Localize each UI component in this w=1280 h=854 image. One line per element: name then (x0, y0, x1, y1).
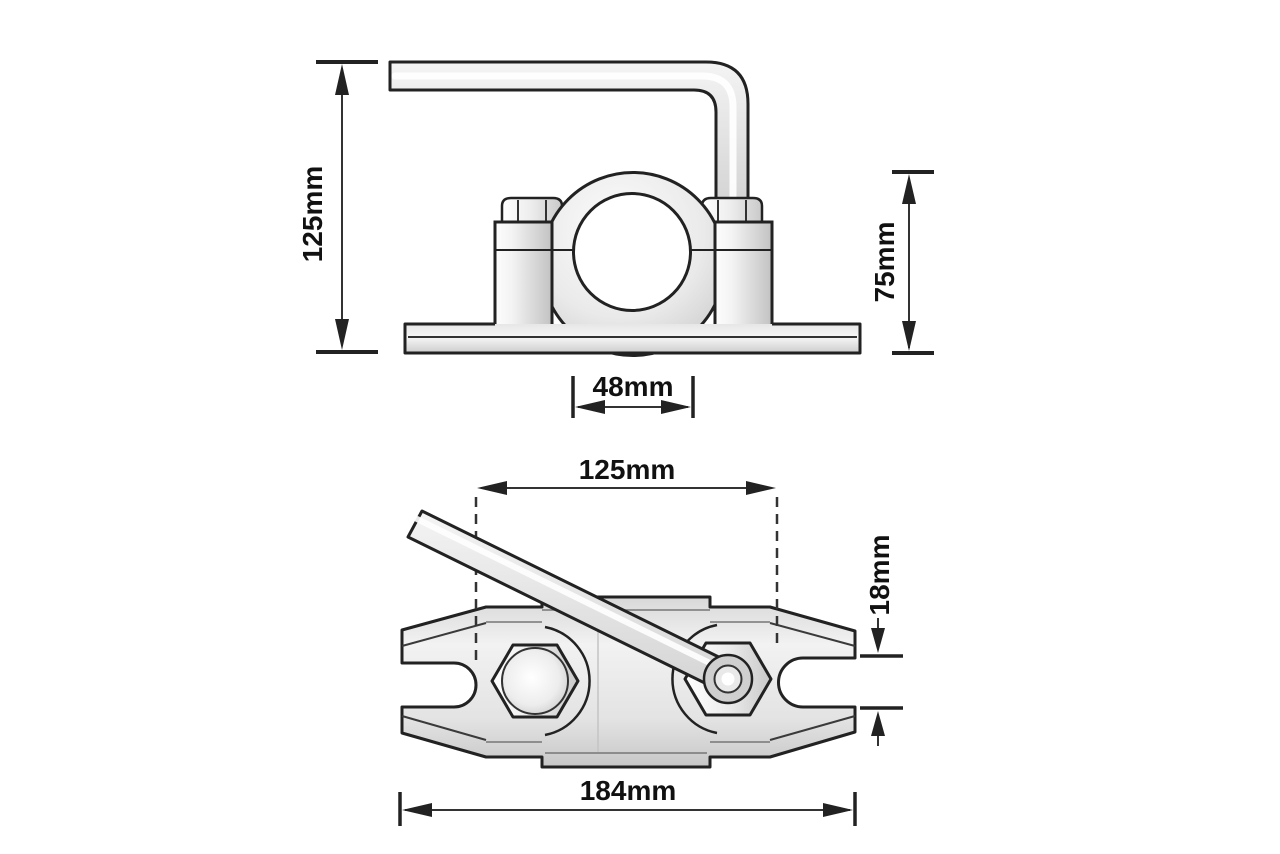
front-view: 125mm 75mm 48mm (297, 60, 934, 418)
dim-label-edge-spacing: 125mm (579, 454, 676, 485)
dim-label-bore-diameter: 48mm (593, 371, 674, 402)
arrowhead-down (902, 321, 916, 351)
clamp-body (403, 171, 862, 357)
bolt-tower-right (713, 220, 774, 328)
chamfer-edge (769, 715, 856, 741)
base-flange-fill (405, 324, 860, 353)
chamfer-edge (769, 622, 856, 647)
arrowhead-right (823, 803, 853, 817)
plan-body-outline (400, 595, 857, 769)
handle-lever (388, 60, 750, 205)
pivot-center (721, 672, 735, 686)
bolt-tower-left (493, 220, 554, 328)
plan-view: 125mm 18mm 184mm (398, 454, 903, 826)
arrowhead-up (335, 64, 349, 95)
handle-highlight (391, 72, 737, 203)
chamfer-edge (401, 715, 487, 741)
boss-arc-right (671, 623, 718, 735)
clamp-bore (572, 192, 692, 312)
boss-arc-left (544, 625, 591, 737)
dim-label-clamp-height: 75mm (869, 222, 900, 303)
plan-handle-rod (406, 509, 754, 705)
arrowhead-left (575, 400, 605, 414)
dim-clamp-height: 75mm (869, 170, 934, 355)
hex-bolt-left (490, 643, 580, 719)
dim-bore-diameter: 48mm (571, 371, 695, 418)
arrowhead-down (871, 628, 885, 653)
arrowhead-down (335, 319, 349, 350)
chamfer-edge (401, 622, 487, 647)
plan-body (400, 595, 857, 769)
arrowhead-right (746, 481, 776, 495)
dim-label-overall-height: 125mm (297, 166, 328, 263)
base-flange-outline (403, 322, 862, 355)
arrowhead-left (477, 481, 507, 495)
rod-highlight (414, 516, 729, 674)
handle-lever-body (388, 60, 750, 205)
dim-overall-length: 184mm (398, 775, 857, 826)
bolt-head-dome (501, 647, 569, 715)
dim-edge-spacing: 125mm (477, 454, 776, 495)
dim-label-overall-length: 184mm (580, 775, 677, 806)
arrowhead-up (871, 711, 885, 736)
arrowhead-right (661, 400, 691, 414)
dim-overall-height: 125mm (297, 60, 378, 354)
arrowhead-up (902, 174, 916, 204)
arrowhead-left (402, 803, 432, 817)
dim-label-slot-width: 18mm (864, 535, 895, 616)
dim-slot-width: 18mm (860, 535, 903, 746)
